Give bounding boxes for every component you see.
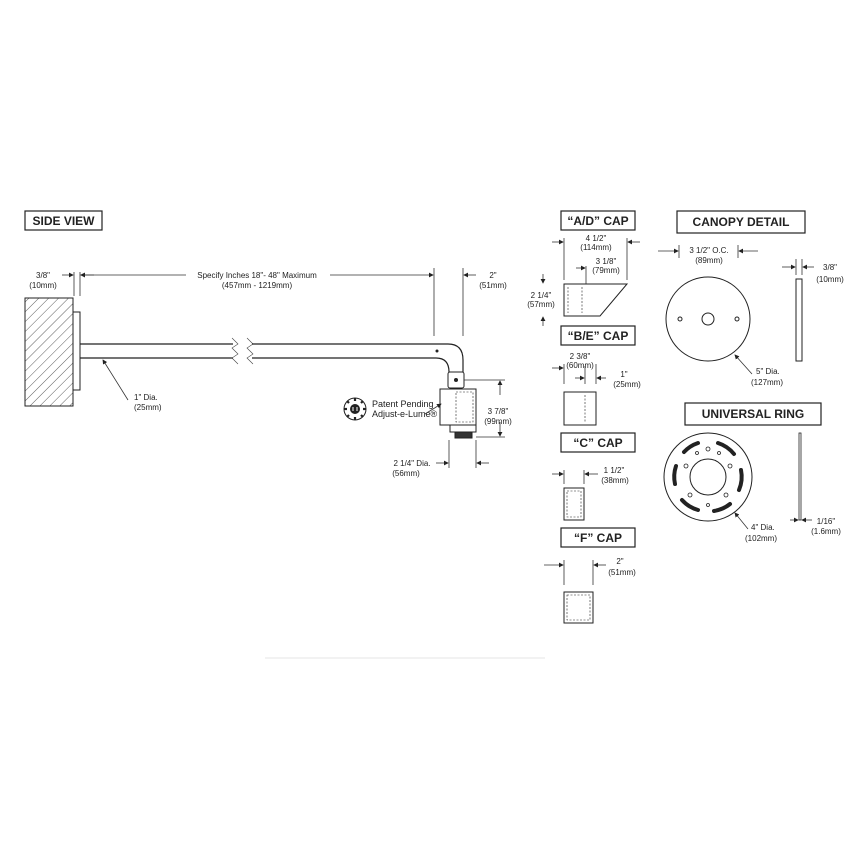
c-cap-section: “C” CAP 1 1/2" (38mm) [552, 432, 636, 521]
f-cap-header-box [560, 527, 636, 548]
universal-ring-header-box [684, 402, 822, 426]
be-cap-width-label: 2 3/8" [570, 352, 591, 361]
canopy-plate [72, 311, 81, 391]
f-cap-shape [563, 591, 594, 624]
elbow-offset-metric: (51mm) [479, 281, 507, 290]
wall-offset-metric: (10mm) [29, 281, 57, 290]
f-cap-width-metric: (51mm) [608, 568, 636, 577]
be-cap-width-metric: (60mm) [566, 361, 594, 370]
canopy-plate-profile [795, 278, 803, 362]
universal-ring-center [689, 458, 727, 496]
universal-ring-dia-metric: (102mm) [745, 534, 777, 543]
ad-cap-shape [563, 283, 629, 317]
arm-tube-right [252, 343, 464, 373]
canopy-mount-hole [677, 316, 683, 322]
patent-label: Patent Pending [372, 399, 434, 409]
ad-cap-section: “A/D” CAP 4 1/2" (114mm) 3 1/8" (79mm) 2… [527, 210, 640, 326]
head-lens-ring [449, 424, 477, 433]
f-cap-detail [566, 594, 591, 621]
arm-dia-metric: (25mm) [134, 403, 162, 412]
head-height-metric: (99mm) [484, 417, 512, 426]
ad-cap-width-metric: (114mm) [580, 243, 612, 252]
canopy-thickness-label: 3/8" [823, 263, 837, 272]
arm-length-metric: (457mm - 1219mm) [222, 281, 293, 290]
arm-joint-dot [435, 349, 439, 353]
arm-tube-left [80, 343, 233, 359]
universal-ring-holes [683, 446, 733, 507]
ad-cap-title: “A/D” CAP [567, 214, 628, 228]
universal-ring-section: UNIVERSAL RING 4" Dia. (102mm) 1/16" (1.… [663, 402, 841, 543]
arm-break-symbol [231, 337, 254, 365]
c-cap-header-box [560, 432, 636, 453]
wall-section [24, 297, 74, 407]
ad-cap-height-label: 2 1/4" [531, 291, 552, 300]
universal-ring-profile [798, 432, 802, 521]
patent-leader [424, 403, 442, 415]
adjust-e-lume-label: Adjust-e-Lume® [372, 409, 438, 419]
be-cap-depth-label: 1" [620, 370, 627, 379]
side-view-header-box [24, 210, 103, 231]
be-cap-header-box [560, 325, 636, 346]
head-lens [454, 431, 473, 439]
adjust-e-lume-icon [343, 397, 367, 421]
fixture-head [439, 388, 477, 426]
canopy-spacing-label: 3 1/2" O.C. [689, 246, 728, 255]
elbow-offset-label: 2" [489, 271, 496, 280]
ad-cap-width-label: 4 1/2" [586, 234, 607, 243]
canopy-center-hole [701, 312, 715, 326]
knuckle-pivot-icon [454, 378, 458, 382]
head-dia-label: 2 1/4" Dia. [393, 459, 430, 468]
be-cap-section: “B/E” CAP 2 3/8" (60mm) 1" (25mm) [552, 325, 641, 426]
universal-ring-dia-leader [734, 512, 749, 530]
c-cap-width-metric: (38mm) [601, 476, 629, 485]
c-cap-shape [563, 487, 585, 521]
side-view-section: SIDE VIEW 3/8" (10mm) Specify Inches 18"… [24, 210, 512, 478]
canopy-title: CANOPY DETAIL [693, 215, 790, 229]
universal-ring-dia-label: 4" Dia. [751, 523, 775, 532]
f-cap-width-label: 2" [616, 557, 623, 566]
arm-dia-label: 1" Dia. [134, 393, 158, 402]
canopy-section: CANOPY DETAIL 3 1/2" O.C. (89mm) 5" Dia.… [658, 210, 844, 387]
arm-length-label: Specify Inches 18"- 48" Maximum [197, 271, 317, 280]
ad-cap-header-box [560, 210, 636, 231]
ad-cap-top-label: 3 1/8" [596, 257, 617, 266]
be-cap-depth-metric: (25mm) [613, 380, 641, 389]
universal-ring-title: UNIVERSAL RING [702, 407, 804, 421]
side-view-title: SIDE VIEW [32, 214, 95, 228]
head-height-label: 3 7/8" [488, 407, 509, 416]
canopy-header-box [676, 210, 806, 234]
f-cap-section: “F” CAP 2" (51mm) [544, 527, 636, 624]
canopy-spacing-metric: (89mm) [695, 256, 723, 265]
universal-ring-slots [672, 441, 744, 513]
f-cap-title: “F” CAP [574, 531, 622, 545]
ad-cap-height-metric: (57mm) [527, 300, 555, 309]
head-internal [455, 391, 474, 423]
ad-cap-top-metric: (79mm) [592, 266, 620, 275]
be-cap-title: “B/E” CAP [568, 329, 629, 343]
canopy-mount-hole [734, 316, 740, 322]
head-dia-metric: (56mm) [392, 469, 420, 478]
canopy-dia-label: 5" Dia. [756, 367, 780, 376]
c-cap-width-label: 1 1/2" [604, 466, 625, 475]
canopy-thickness-metric: (10mm) [816, 275, 844, 284]
canopy-dia-metric: (127mm) [751, 378, 783, 387]
c-cap-detail [566, 490, 582, 518]
wall-offset-label: 3/8" [36, 271, 50, 280]
canopy-dia-leader [734, 354, 753, 375]
be-cap-shape [563, 391, 597, 426]
universal-ring-thickness-label: 1/16" [817, 517, 836, 526]
universal-ring-thickness-metric: (1.6mm) [811, 527, 841, 536]
arm-dia-leader [102, 359, 129, 401]
c-cap-title: “C” CAP [573, 436, 622, 450]
